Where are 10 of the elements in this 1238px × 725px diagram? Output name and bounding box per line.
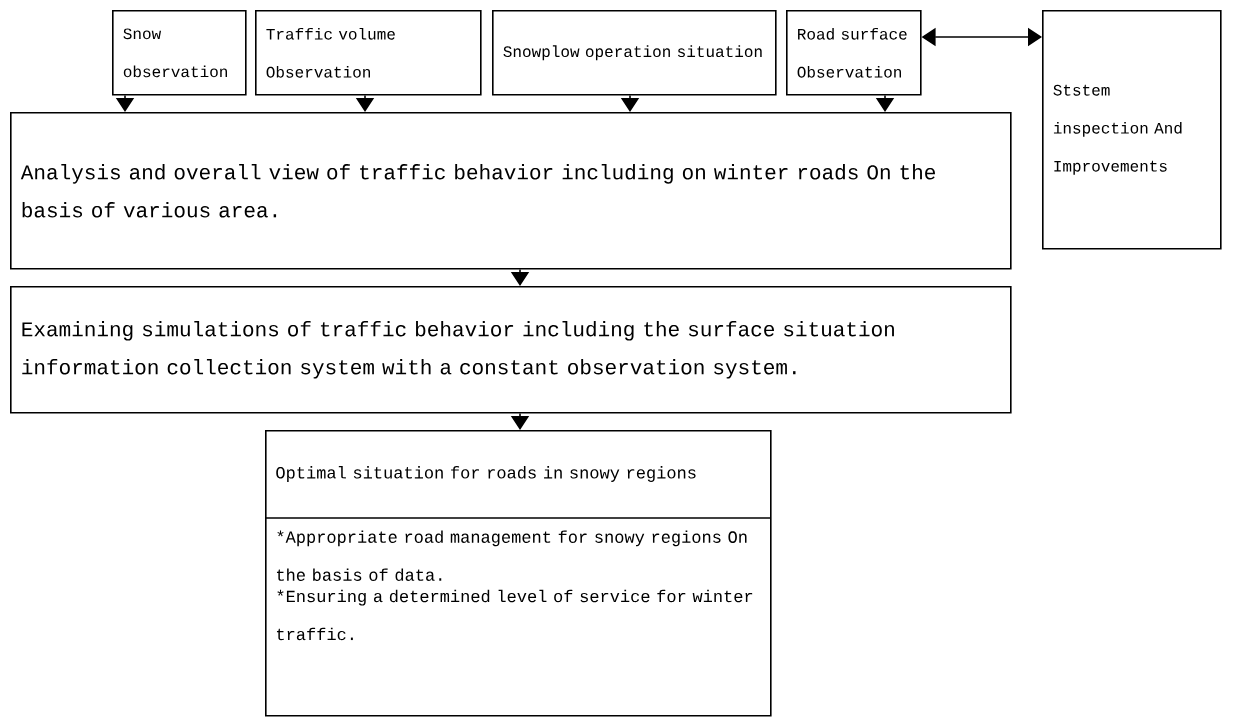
process-box: Examining simulations of traffic behavior including the surface situation information collection system with a constant observation system. bbox=[10, 286, 1012, 414]
bullet-text: *Appropriate road management for snowy regions On the basis of data. bbox=[276, 530, 747, 581]
bullet-text: *Ensuring a determined level of service for winter traffic. bbox=[276, 589, 753, 641]
process-box: Analysis and overall view of traffic behavior including on winter roads On the basis of various area. bbox=[10, 112, 1012, 270]
process-box: Traffic volume Observation bbox=[255, 10, 482, 96]
process-box: Ststem inspection And Improvements bbox=[1042, 10, 1222, 250]
process-box: Road surface Observation bbox=[786, 10, 922, 96]
box-heading: Optimal situation for roads in snowy regions bbox=[276, 466, 696, 482]
process-box: Snow observation bbox=[112, 10, 247, 96]
process-box: Snowplow operation situation bbox=[492, 10, 777, 96]
